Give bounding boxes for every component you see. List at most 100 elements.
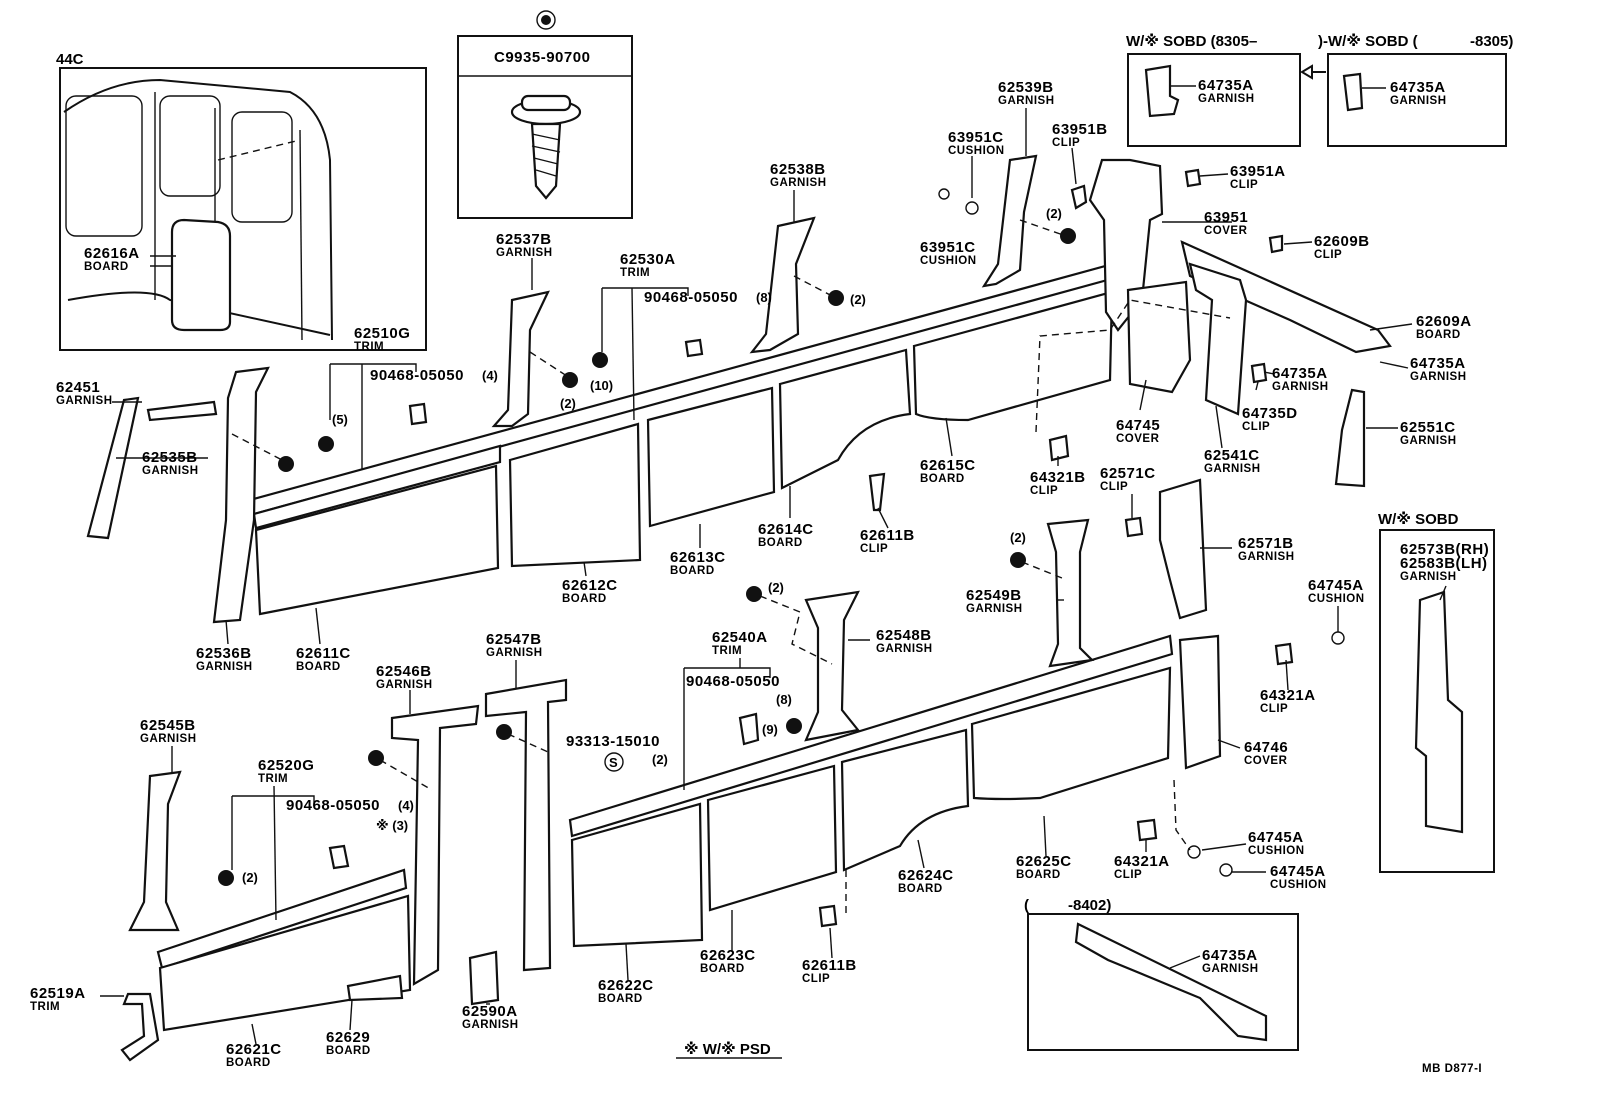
part-name: BOARD [700, 963, 745, 975]
sobd-only-box: W/※ SOBD [1378, 510, 1495, 873]
part-number: 62536B [196, 645, 252, 662]
lower-side-assembly: S [120, 518, 1345, 1062]
screw-qty: (4) [398, 798, 414, 813]
clip-code-label: C9935-90700 [494, 49, 590, 66]
part-number: 62583B(LH) [1400, 555, 1488, 572]
part-number: 64321B [1030, 469, 1086, 486]
part-name: TRIM [30, 1001, 60, 1013]
part-number: 62616A [84, 245, 140, 262]
part-number: 62609B [1314, 233, 1370, 250]
part-number: 63951B [1052, 121, 1108, 138]
part-number: 63951 [1204, 209, 1248, 226]
part-name: CUSHION [1270, 879, 1327, 891]
part-number: 62545B [140, 717, 196, 734]
part-number: 62611B [802, 957, 857, 974]
part-number: 62611C [296, 645, 351, 662]
quantity-note: (5) [332, 412, 348, 427]
psd-note: ※ W/※ PSD [684, 1040, 771, 1058]
part-number: 62540A [712, 629, 768, 646]
quantity-note: (2) [560, 396, 576, 411]
screw-qty: (2) [652, 752, 668, 767]
part-number: 64745A [1248, 829, 1304, 846]
part-number: 62629 [326, 1029, 370, 1046]
sobd-old-end: -8305) [1470, 33, 1513, 50]
part-name: CLIP [1114, 869, 1142, 881]
part-name: GARNISH [770, 177, 827, 189]
part-number: 62530A [620, 251, 676, 268]
part-number: 64735D [1242, 405, 1298, 422]
sobd-old-label: )-W/※ SOBD ( [1318, 32, 1418, 50]
part-name: BOARD [562, 593, 607, 605]
screw-qty: (8) [756, 290, 772, 305]
part-number: 64746 [1244, 739, 1288, 756]
part-name: BOARD [898, 883, 943, 895]
part-number: 62537B [496, 231, 552, 248]
part-number: 64735A [1390, 79, 1446, 96]
part-number: 64735A [1272, 365, 1328, 382]
screw-number: 90468-05050 [286, 797, 380, 814]
part-name: GARNISH [140, 733, 197, 745]
part-name: GARNISH [142, 465, 199, 477]
part-name: GARNISH [1202, 963, 1259, 975]
sobd-old-box: )-W/※ SOBD ( -8305) [1300, 32, 1513, 147]
part-name: COVER [1244, 755, 1288, 767]
part-name: CLIP [1100, 481, 1128, 493]
part-name: GARNISH [966, 603, 1023, 615]
part-number: 62451 [56, 379, 100, 396]
part-number: 64735A [1198, 77, 1254, 94]
s-mark: S [609, 755, 618, 770]
part-number: 62519A [30, 985, 86, 1002]
part-number: 62621C [226, 1041, 282, 1058]
part-name: GARNISH [1400, 571, 1457, 583]
part-name: BOARD [84, 261, 129, 273]
quantity-note: (2) [1010, 530, 1026, 545]
screw-number: 93313-15010 [566, 733, 660, 750]
part-number: 63951A [1230, 163, 1286, 180]
sobd-only-label: W/※ SOBD [1378, 510, 1459, 528]
inset-44c-label: 44C [56, 51, 84, 68]
part-number: 63951C [948, 129, 1004, 146]
date-8402-box: ( -8402) [1024, 897, 1299, 1051]
part-name: CLIP [1260, 703, 1288, 715]
screw-qty: (4) [482, 368, 498, 383]
part-name: BOARD [758, 537, 803, 549]
part-name: GARNISH [998, 95, 1055, 107]
quantity-note: (10) [590, 378, 613, 393]
part-name: CUSHION [948, 145, 1005, 157]
part-name: GARNISH [1390, 95, 1447, 107]
part-number: 62613C [670, 549, 726, 566]
part-name: CLIP [1314, 249, 1342, 261]
part-number: 62541C [1204, 447, 1260, 464]
part-name: CLIP [1242, 421, 1270, 433]
part-name: GARNISH [1238, 551, 1295, 563]
screw-number: 90468-05050 [370, 367, 464, 384]
part-number: 62549B [966, 587, 1022, 604]
screw-qty: (8) [776, 692, 792, 707]
part-name: GARNISH [462, 1019, 519, 1031]
part-name: BOARD [670, 565, 715, 577]
part-name: GARNISH [496, 247, 553, 259]
part-name: BOARD [1016, 869, 1061, 881]
part-number: 62614C [758, 521, 814, 538]
quantity-note: (2) [1046, 206, 1062, 221]
part-number: 62623C [700, 947, 756, 964]
part-name: CUSHION [1308, 593, 1365, 605]
part-name: BOARD [296, 661, 341, 673]
part-number: 62622C [598, 977, 654, 994]
part-name: GARNISH [1198, 93, 1255, 105]
part-name: BOARD [598, 993, 643, 1005]
part-number: 64745 [1116, 417, 1160, 434]
quantity-note: (9) [762, 722, 778, 737]
date-8402-label: ( [1024, 897, 1029, 914]
quantity-note: (2) [768, 580, 784, 595]
part-number: 62538B [770, 161, 826, 178]
part-name: TRIM [712, 645, 742, 657]
drawing-id: MB D877-I [1422, 1063, 1482, 1075]
part-number: 62611B [860, 527, 915, 544]
upper-side-assembly [86, 154, 1392, 624]
part-name: CLIP [1052, 137, 1080, 149]
part-number: 62546B [376, 663, 432, 680]
quantity-note: (2) [850, 292, 866, 307]
part-number: 62590A [462, 1003, 518, 1020]
